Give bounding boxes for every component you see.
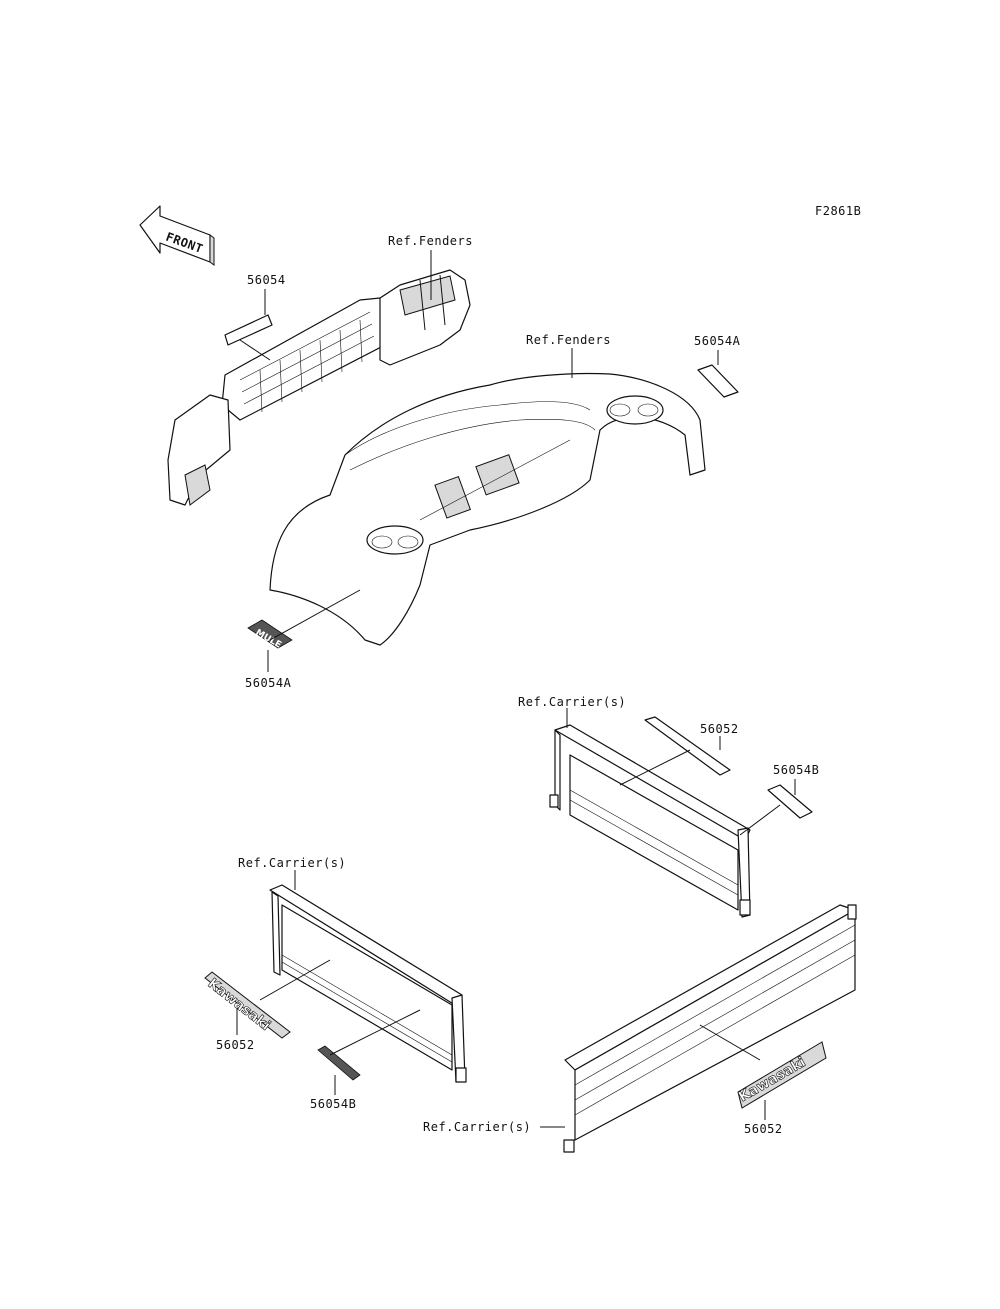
decal-56052-top <box>644 716 731 776</box>
fender-body-part <box>269 372 706 646</box>
label-56052-2: 56052 <box>216 1038 255 1052</box>
label-ref-fenders-1: Ref.Fenders <box>388 234 473 248</box>
label-ref-fenders-2: Ref.Fenders <box>526 333 611 347</box>
tailgate-part <box>563 904 857 1153</box>
label-ref-carrier-2: Ref.Carrier(s) <box>238 856 346 870</box>
decal-56054b-top <box>767 784 813 819</box>
decal-56054 <box>224 314 273 346</box>
decal-56054b-bottom <box>317 1045 361 1081</box>
decal-56054a-top <box>697 364 739 398</box>
label-56054a-bottom: 56054A <box>245 676 292 690</box>
svg-text:Kawasaki: Kawasaki <box>736 1054 809 1105</box>
front-arrow-icon: FRONT <box>139 205 215 266</box>
leader-lines <box>236 250 796 1128</box>
front-grille-part <box>167 269 471 506</box>
carrier-panel-left-part <box>269 884 467 1083</box>
label-56052-3: 56052 <box>744 1122 783 1136</box>
label-56054b-1: 56054B <box>773 763 819 777</box>
figure-code: F2861B <box>815 204 861 218</box>
kawasaki-logo-decal-left: Kawasaki <box>204 971 291 1039</box>
label-ref-carrier-1: Ref.Carrier(s) <box>518 695 626 709</box>
mule-logo-decal: MULE <box>247 619 293 651</box>
kawasaki-logo-decal-right: Kawasaki <box>736 1041 827 1109</box>
carrier-panel-top-part <box>549 724 751 918</box>
label-56054: 56054 <box>247 273 286 287</box>
label-56054b-2: 56054B <box>310 1097 356 1111</box>
label-56054a-top: 56054A <box>694 334 741 348</box>
label-ref-carrier-3: Ref.Carrier(s) <box>423 1120 531 1134</box>
label-56052-1: 56052 <box>700 722 739 736</box>
svg-text:Kawasaki: Kawasaki <box>205 976 274 1035</box>
